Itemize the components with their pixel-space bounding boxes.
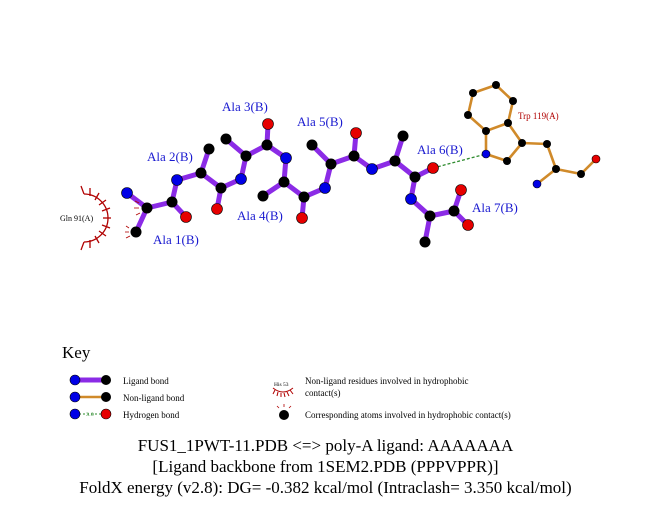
residue-label-ala7: Ala 7(B) <box>472 200 518 215</box>
residue-label-ala6: Ala 6(B) <box>417 142 463 157</box>
key-nonligand-bond-icon <box>69 391 111 403</box>
key-hbond-distance: 3.0 <box>86 412 94 418</box>
hydrophobic-atom-spokes-icon <box>125 200 141 239</box>
footer-backbone: [Ligand backbone from 1SEM2.PDB (PPPVPPR… <box>152 457 499 476</box>
residue-label-ala1: Ala 1(B) <box>153 232 199 247</box>
residue-label-ala5: Ala 5(B) <box>297 114 343 129</box>
hydrogen-bond <box>432 153 487 169</box>
residue-label-gln91: Gln 91(A) <box>60 214 93 223</box>
key-hydrophobic-residues-label: Non-ligand residues involved in hydropho… <box>305 376 468 386</box>
key-hydrophobic-residues-label-2: contact(s) <box>305 388 340 398</box>
key-ligand-bond-label: Ligand bond <box>123 376 169 386</box>
key-hydrophobic-arc-icon <box>272 387 294 398</box>
hydrophobic-contact-arc-icon <box>80 185 111 251</box>
atoms <box>121 81 601 248</box>
residue-label-ala3: Ala 3(B) <box>222 99 268 114</box>
residue-label-ala4: Ala 4(B) <box>237 208 283 223</box>
residue-label-trp119: Trp 119(A) <box>518 111 559 121</box>
key-ligand-bond-icon <box>69 374 111 386</box>
key-hydrogen-bond-label: Hydrogen bond <box>123 410 180 420</box>
key-example-residue: His 53 <box>274 382 289 388</box>
footer-title: FUS1_1PWT-11.PDB <=> poly-A ligand: AAAA… <box>137 436 514 455</box>
footer-energy: FoldX energy (v2.8): DG= -0.382 kcal/mol… <box>79 478 572 497</box>
key-hydrophobic-atom-icon <box>276 404 292 420</box>
key-nonligand-bond-label: Non-ligand bond <box>123 393 185 403</box>
key-title: Key <box>62 343 91 362</box>
key-hydrogen-bond-icon: 3.0 <box>69 408 112 420</box>
key-hydrophobic-atoms-label: Corresponding atoms involved in hydropho… <box>305 410 511 420</box>
residue-label-ala2: Ala 2(B) <box>147 149 193 164</box>
